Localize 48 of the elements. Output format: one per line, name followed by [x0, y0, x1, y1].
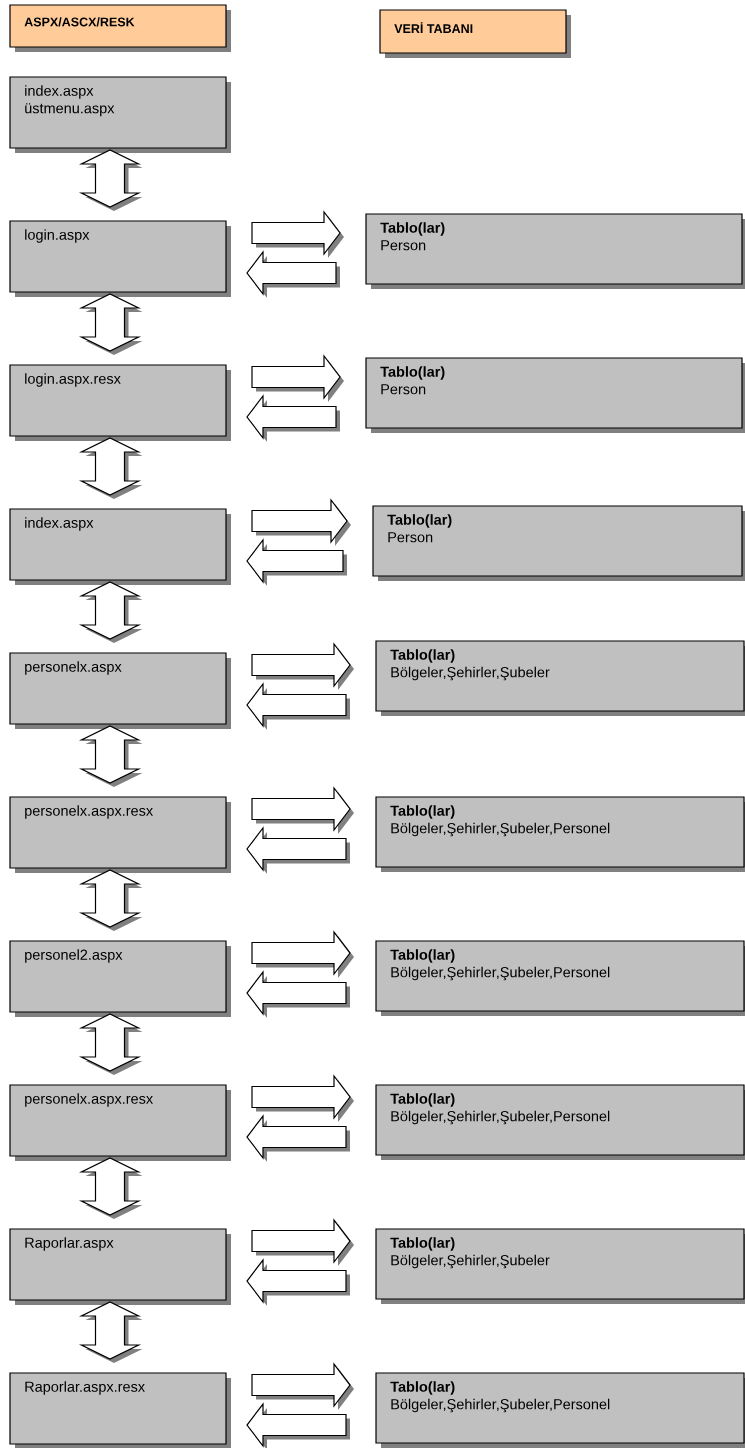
header-box: VERİ TABANI: [379, 9, 571, 58]
block-arrow: [78, 149, 143, 211]
file-box: login.aspx: [9, 220, 231, 297]
table-box: Tablo(lar) Bölgeler,Şehirler,Şubeler,Personel: [375, 940, 745, 1016]
table-box: Tablo(lar) Person: [365, 213, 745, 289]
block-arrow: [251, 642, 354, 690]
block-arrow: [78, 869, 143, 931]
block-arrow: [251, 1218, 354, 1266]
file-box: Raporlar.aspx.resx: [9, 1372, 231, 1448]
table-box: Tablo(lar) Bölgeler,Şehirler,Şubeler: [375, 640, 745, 716]
block-arrow: [78, 1157, 143, 1219]
header-box: ASPX/ASCX/RESK: [9, 4, 231, 52]
file-box: index.aspx üstmenu.aspx: [9, 76, 231, 153]
table-box: Tablo(lar) Bölgeler,Şehirler,Şubeler: [375, 1228, 745, 1304]
file-box: personel2.aspx: [9, 940, 231, 1017]
block-arrow: [246, 826, 350, 874]
block-arrow: [246, 1402, 350, 1448]
block-arrow: [251, 210, 344, 258]
block-arrow: [78, 1301, 143, 1363]
block-arrow: [78, 437, 143, 499]
block-arrow: [78, 293, 143, 355]
file-box: index.aspx: [9, 508, 231, 585]
file-box: personelx.aspx.resx: [9, 1084, 231, 1161]
block-arrow: [246, 538, 347, 586]
block-arrow: [251, 786, 354, 834]
table-box: Tablo(lar) Bölgeler,Şehirler,Şubeler,Personel: [375, 1372, 745, 1448]
block-arrow: [246, 250, 340, 298]
table-box: Tablo(lar) Person: [372, 505, 745, 581]
block-arrow: [246, 1258, 350, 1306]
block-arrow: [246, 1114, 350, 1162]
block-arrow: [251, 1074, 354, 1122]
file-box: personelx.aspx: [9, 652, 231, 729]
file-box: personelx.aspx.resx: [9, 796, 231, 873]
block-arrow: [251, 1362, 354, 1410]
block-arrow: [78, 1013, 143, 1075]
block-arrow: [78, 725, 143, 787]
table-box: Tablo(lar) Bölgeler,Şehirler,Şubeler,Personel: [375, 796, 745, 872]
table-box: Tablo(lar) Person: [365, 357, 745, 433]
block-arrow: [251, 498, 351, 546]
block-arrow: [251, 930, 354, 978]
block-arrow: [246, 682, 350, 730]
block-arrow: [78, 581, 143, 643]
table-box: Tablo(lar) Bölgeler,Şehirler,Şubeler,Personel: [375, 1084, 745, 1160]
block-arrow: [246, 970, 350, 1018]
block-arrow: [246, 394, 340, 442]
block-arrow: [251, 354, 344, 402]
file-box: login.aspx.resx: [9, 364, 231, 441]
file-box: Raporlar.aspx: [9, 1228, 231, 1305]
